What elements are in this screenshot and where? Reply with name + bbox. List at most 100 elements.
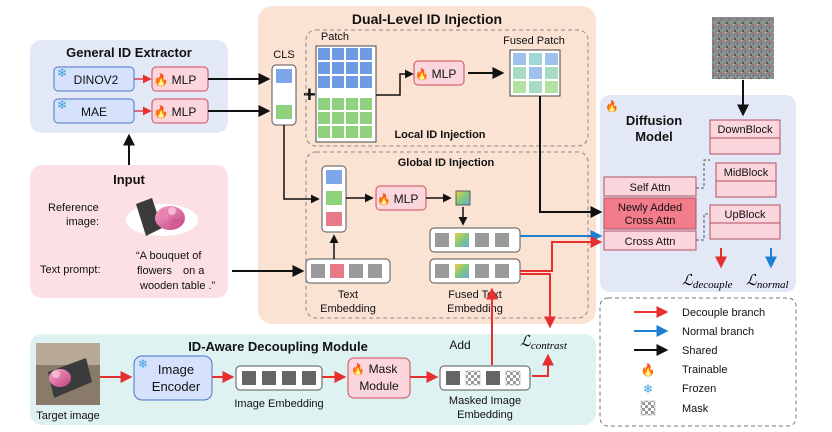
loss-normal: ℒnormal — [746, 273, 789, 291]
reference-image — [126, 198, 198, 236]
mae-mlp-fire-icon: 🔥 — [154, 105, 169, 119]
masked-embedding-line2: Embedding — [457, 409, 513, 421]
target-image — [36, 343, 100, 405]
text-embedding-line2: Embedding — [320, 303, 376, 315]
global-token-red — [326, 212, 342, 226]
legend-frozen-label: Frozen — [682, 383, 716, 395]
input-panel — [30, 165, 228, 298]
dino-mlp-fire-icon: 🔥 — [154, 73, 169, 87]
loss-decouple-symbol: ℒ — [682, 273, 694, 289]
reference-label-line2: image: — [66, 216, 99, 228]
attn-to-blocks-connector-2 — [696, 213, 710, 241]
image-embedding-row — [235, 365, 323, 391]
mlp-local-fire-icon: 🔥 — [415, 68, 429, 81]
fused-global-token — [455, 190, 471, 206]
legend-trainable-label: Trainable — [682, 364, 727, 376]
prompt-word-flowers: flowers — [137, 265, 172, 277]
fused-text-embedding-line1: Fused Text — [448, 289, 502, 301]
mae-mlp-label: MLP — [172, 105, 197, 119]
legend-normal-label: Normal branch — [682, 326, 754, 338]
image-embedding-label: Image Embedding — [234, 398, 323, 410]
attn-to-blocks-connector — [696, 159, 710, 189]
image-encoder-line1: Image — [158, 362, 194, 377]
arrow-fused-patch-to-cross-attn — [539, 96, 603, 218]
global-injection-title: Global ID Injection — [398, 157, 495, 169]
cls-token-blue — [276, 69, 292, 83]
dino-frozen-icon: ❄ — [57, 66, 67, 80]
fused-row-lower — [429, 258, 521, 284]
mlp-global-label: MLP — [394, 192, 419, 206]
mae-label: MAE — [81, 105, 107, 119]
fused-patch-grid — [509, 49, 561, 97]
loss-contrast-symbol: ℒ — [520, 334, 532, 350]
cross-attn-label: Cross Attn — [625, 236, 676, 248]
dino-mlp-label: MLP — [172, 73, 197, 87]
loss-normal-subscript: normal — [757, 279, 789, 291]
patch-grid — [315, 45, 377, 143]
arrow-patch-to-mlp-local — [376, 69, 414, 96]
text-embedding-row — [305, 258, 391, 284]
image-encoder-frozen-icon: ❄ — [138, 357, 148, 371]
noise-image — [712, 17, 774, 79]
fused-row-upper — [429, 227, 521, 253]
local-injection-title: Local ID Injection — [394, 129, 485, 141]
add-label: Add — [449, 338, 470, 352]
down-block-label: DownBlock — [717, 124, 773, 136]
global-token-blue — [326, 170, 342, 184]
legend-mask-swatch — [640, 400, 656, 416]
up-block-label: UpBlock — [725, 209, 766, 221]
arrow-cls-to-global — [283, 125, 320, 204]
masked-embedding-row — [439, 365, 531, 391]
mid-block — [715, 162, 777, 198]
text-prompt-label: Text prompt: — [40, 264, 101, 276]
global-token-green — [326, 191, 342, 205]
arrow-masked-to-contrast — [532, 353, 554, 377]
reference-label-line1: Reference — [48, 202, 99, 214]
new-cross-attn-line2: Cross Attn — [625, 215, 676, 227]
local-injection-box — [305, 29, 589, 147]
new-cross-attn-box — [603, 197, 697, 230]
diffusion-fire-icon: 🔥 — [605, 100, 619, 113]
legend-shared-label: Shared — [682, 345, 717, 357]
patch-label: Patch — [321, 31, 349, 43]
dino-label: DINOV2 — [74, 73, 119, 87]
diffusion-title-line1: Diffusion — [626, 113, 682, 128]
mae-frozen-icon: ❄ — [57, 98, 67, 112]
diffusion-title-line2: Model — [635, 129, 673, 144]
loss-decouple-subscript: decouple — [693, 279, 733, 291]
cls-token-green — [276, 105, 292, 119]
loss-contrast-subscript: contrast — [531, 340, 568, 352]
self-attn-label: Self Attn — [630, 182, 671, 194]
loss-decouple: ℒdecouple — [682, 273, 733, 291]
legend-frozen-icon: ❄ — [643, 382, 653, 396]
arrow-decouple-to-cross-attn — [520, 236, 603, 272]
cls-label: CLS — [273, 49, 294, 61]
plus-sign: + — [303, 82, 316, 107]
image-encoder-line2: Encoder — [152, 379, 201, 394]
text-embedding-line1: Text — [338, 289, 358, 301]
new-cross-attn-line1: Newly Added — [618, 202, 682, 214]
decoupling-title: ID-Aware Decoupling Module — [188, 339, 368, 354]
legend-fire-icon: 🔥 — [641, 363, 656, 377]
prompt-line3: wooden table .” — [139, 280, 216, 292]
mid-block-label: MidBlock — [724, 167, 769, 179]
loss-contrast: ℒcontrast — [520, 334, 568, 352]
dual-level-title: Dual-Level ID Injection — [352, 11, 502, 27]
down-block — [709, 119, 781, 155]
loss-normal-symbol: ℒ — [746, 273, 758, 289]
fused-text-embedding-line2: Embedding — [447, 303, 503, 315]
mlp-global-fire-icon: 🔥 — [377, 193, 391, 206]
fused-patch-label: Fused Patch — [503, 35, 565, 47]
prompt-line1: “A bouquet of — [136, 250, 202, 262]
mask-module-line1: Mask — [369, 362, 399, 376]
mlp-local-box — [413, 60, 465, 86]
mask-module-line2: Module — [359, 379, 399, 393]
mask-module-fire-icon: 🔥 — [351, 363, 365, 376]
target-image-label: Target image — [36, 410, 100, 422]
prompt-line2-rest: on a — [183, 265, 205, 277]
up-block — [709, 204, 781, 240]
masked-embedding-line1: Masked Image — [449, 395, 521, 407]
mlp-local-label: MLP — [432, 67, 457, 81]
general-extractor-title: General ID Extractor — [66, 45, 192, 60]
